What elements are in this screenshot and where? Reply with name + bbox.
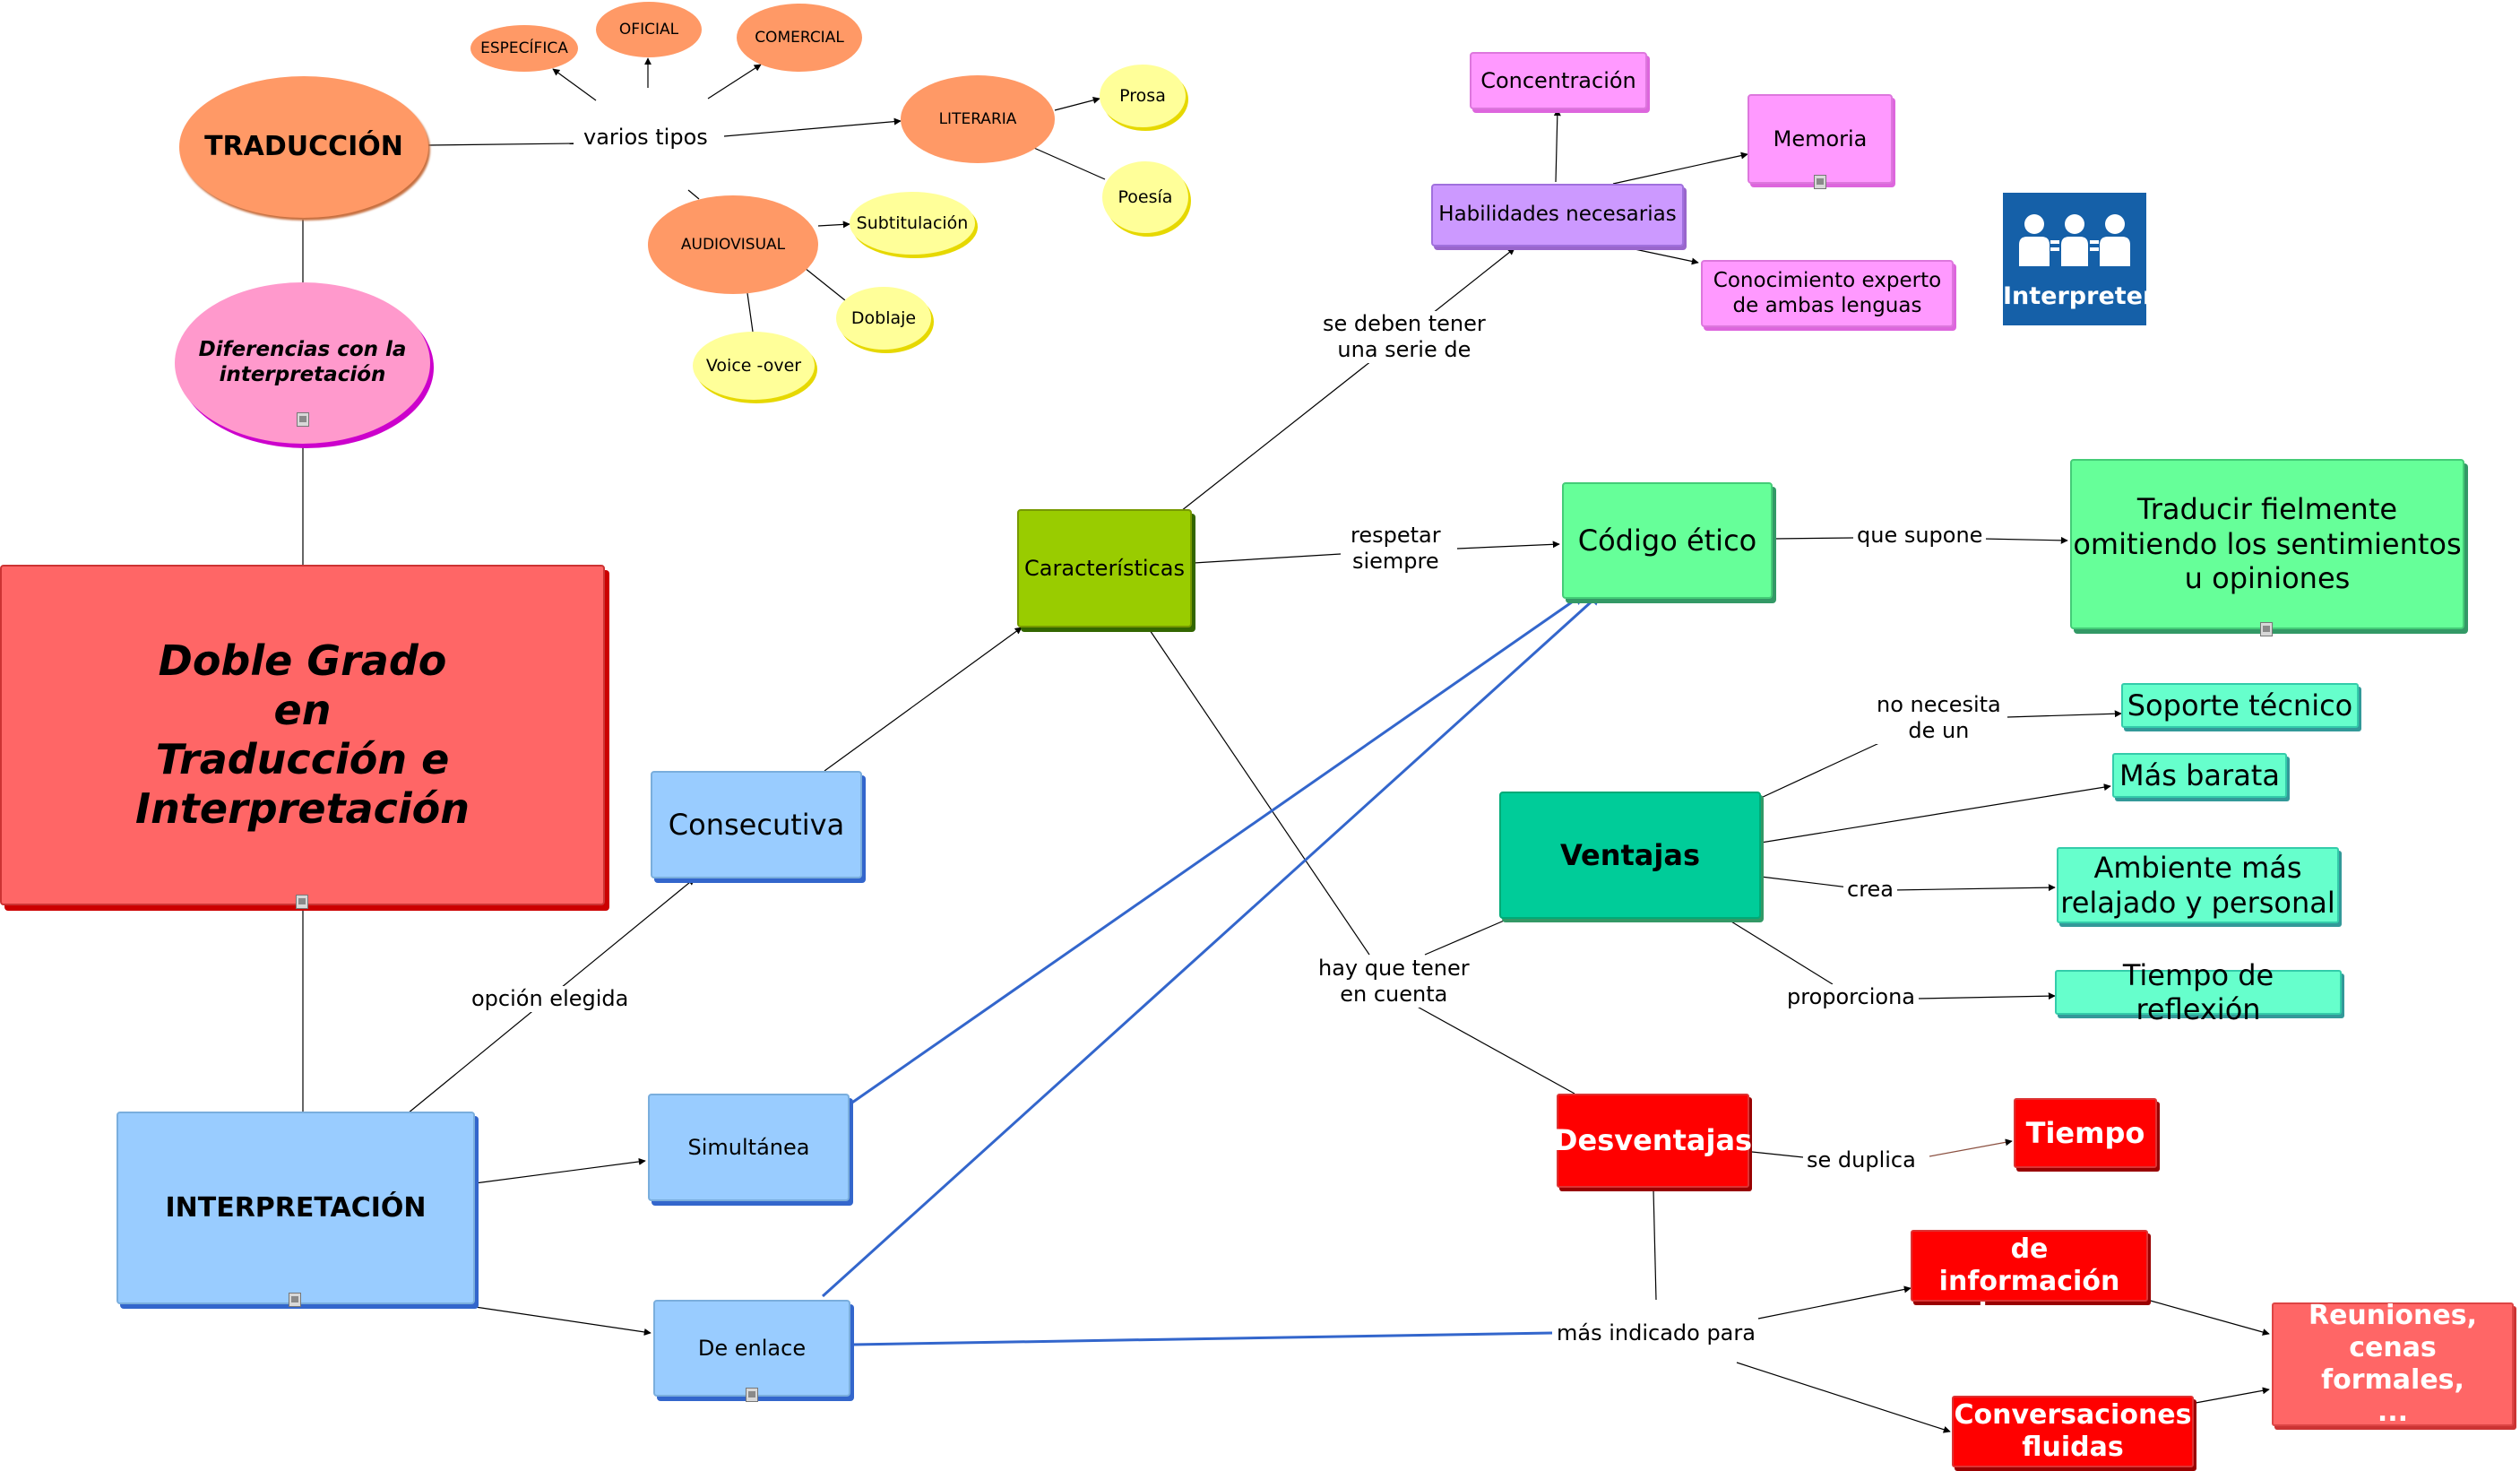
node-mas-barata[interactable]: Más barata: [2112, 753, 2287, 798]
interpreter-logo: Interpreter: [2003, 193, 2155, 325]
link-varios-tipos: varios tipos: [580, 125, 712, 151]
node-literaria[interactable]: LITERARIA: [901, 75, 1055, 163]
link-proporciona: proporciona: [1783, 984, 1919, 1010]
image-icon[interactable]: [1814, 175, 1826, 189]
image-icon[interactable]: [2260, 622, 2273, 636]
node-ambiente[interactable]: Ambiente más relajado y personal: [2057, 847, 2339, 923]
node-simultanea[interactable]: Simultánea: [648, 1094, 850, 1201]
link-hay-que-tener: hay que tener en cuenta: [1315, 956, 1473, 1008]
link-se-duplica: se duplica: [1803, 1147, 1920, 1173]
node-conversaciones[interactable]: Conversaciones fluidas: [1952, 1396, 2194, 1467]
node-diferencias[interactable]: Diferencias con la interpretación: [175, 282, 430, 444]
node-doble-grado[interactable]: Doble Grado en Traducción e Interpretaci…: [0, 565, 605, 905]
link-mas-indicado: más indicado para: [1553, 1320, 1759, 1346]
node-habilidades[interactable]: Habilidades necesarias: [1431, 184, 1684, 247]
link-se-deben-tener: se deben tener una serie de: [1319, 311, 1489, 363]
node-doblaje[interactable]: Doblaje: [836, 287, 931, 350]
node-ventajas[interactable]: Ventajas: [1499, 792, 1761, 919]
node-caracteristicas[interactable]: Características: [1017, 509, 1192, 627]
node-desventajas[interactable]: Desventajas: [1554, 1094, 1752, 1188]
node-soporte[interactable]: Soporte técnico: [2121, 683, 2359, 728]
interpreter-people-icon: [2019, 214, 2130, 266]
link-crea: crea: [1843, 877, 1898, 903]
link-no-necesita: no necesita de un: [1873, 692, 2005, 744]
link-que-supone: que supone: [1853, 523, 1987, 549]
node-oficial[interactable]: OFICIAL: [596, 2, 702, 57]
node-tiempo[interactable]: Tiempo: [2014, 1098, 2157, 1168]
link-respetar-siempre: respetar siempre: [1347, 523, 1445, 575]
document-icon[interactable]: [289, 1293, 301, 1307]
link-opcion-elegida: opción elegida: [468, 986, 633, 1012]
node-subtitulacion[interactable]: Subtitulación: [850, 192, 975, 255]
node-poesia[interactable]: Poesía: [1102, 161, 1188, 233]
document-icon[interactable]: [296, 895, 308, 909]
node-tiempo-reflexion[interactable]: Tiempo de reflexión: [2055, 958, 2342, 1026]
node-intercambios[interactable]: Intercambios de información breves: [1911, 1201, 2148, 1329]
node-reuniones[interactable]: Reuniones, cenas formales, ...: [2272, 1300, 2514, 1428]
node-especifica[interactable]: ESPECÍFICA: [470, 25, 578, 72]
node-audiovisual[interactable]: AUDIOVISUAL: [648, 195, 818, 294]
node-codigo-etico[interactable]: Código ético: [1562, 482, 1773, 599]
node-voice-over[interactable]: Voice -over: [693, 332, 815, 400]
node-comercial[interactable]: COMERCIAL: [737, 4, 862, 72]
node-traduccion[interactable]: TRADUCCIÓN: [179, 76, 428, 218]
document-icon[interactable]: [746, 1388, 758, 1402]
node-memoria[interactable]: Memoria: [1748, 94, 1893, 184]
logo-text: Interpreter: [2003, 282, 2155, 310]
node-de-enlace[interactable]: De enlace: [653, 1300, 850, 1397]
node-prosa[interactable]: Prosa: [1100, 65, 1186, 127]
node-conocimiento[interactable]: Conocimiento experto de ambas lenguas: [1701, 260, 1954, 327]
node-traducir-fielmente[interactable]: Traducir fielmente omitiendo los sentimi…: [2070, 459, 2464, 629]
node-concentracion[interactable]: Concentración: [1470, 52, 1647, 109]
document-icon[interactable]: [297, 412, 309, 427]
node-interpretacion[interactable]: INTERPRETACIÓN: [117, 1112, 475, 1304]
node-consecutiva[interactable]: Consecutiva: [651, 771, 862, 878]
